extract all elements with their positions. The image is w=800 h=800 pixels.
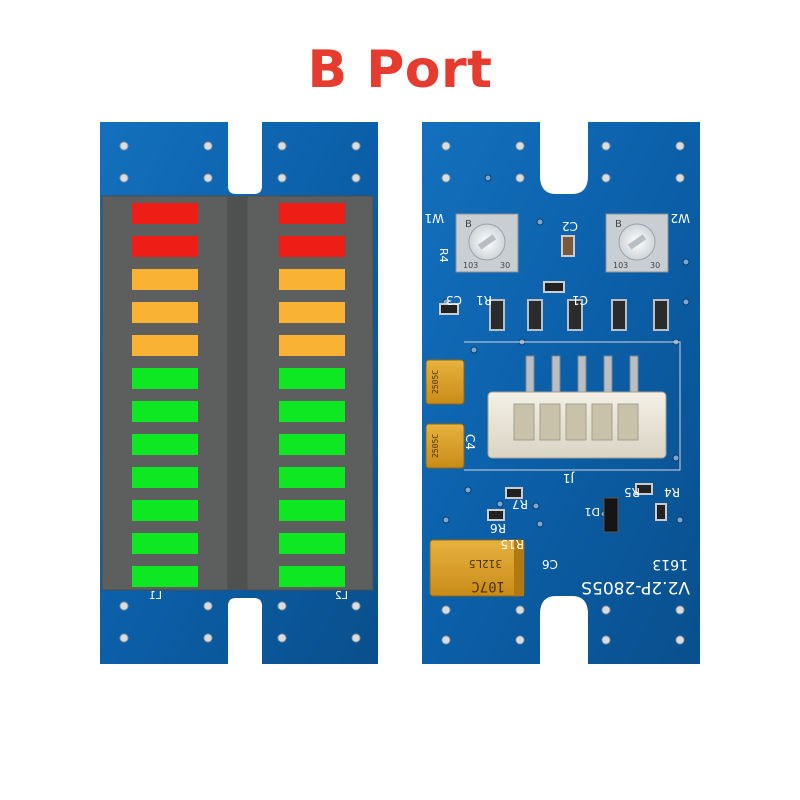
led-segment-1-12: [132, 566, 198, 587]
silk-label-l1: L1: [149, 589, 162, 602]
tantalum-cap-large: 107C 312L5: [429, 539, 525, 597]
right-mounting-holes: [441, 141, 685, 645]
led-segment-2-11: [279, 533, 345, 554]
led-segments-l1: [132, 203, 198, 587]
silkscreen-labels: W1 W2 R4 C2 R1 C3 C1 C4 J1 R7 R5 R4 R6 R…: [425, 211, 691, 597]
led-segment-2-7: [279, 401, 345, 422]
silk-r4-top: R4: [437, 248, 450, 263]
led-segment-2-8: [279, 434, 345, 455]
led-bar-body-l1: [101, 195, 229, 591]
led-segment-2-10: [279, 500, 345, 521]
silk-c6: C6: [542, 557, 558, 571]
silk-r7: R7: [512, 497, 528, 511]
silk-c2: C2: [562, 219, 578, 233]
pot-w1-code: 103: [463, 261, 478, 270]
led-segment-2-12: [279, 566, 345, 587]
silk-label-l2: L2: [335, 589, 348, 602]
silk-r5: R5: [624, 485, 640, 499]
led-segment-1-6: [132, 368, 198, 389]
silk-w1: W1: [425, 211, 445, 225]
silk-model: V2.2P-2805S: [581, 577, 690, 597]
silk-date-code: 1613: [652, 556, 688, 572]
page-title: B Port: [307, 40, 493, 100]
tantalum-cap-small-1: 2505C: [425, 359, 465, 405]
led-segment-1-8: [132, 434, 198, 455]
led-segment-1-7: [132, 401, 198, 422]
led-segment-1-3: [132, 269, 198, 290]
pot-w2-code: 103: [613, 261, 628, 270]
trimmer-pot-w2: B 103 30: [605, 213, 669, 273]
pot-w2-letter: B: [615, 219, 622, 230]
silk-c4: C4: [463, 434, 477, 450]
led-segment-1-5: [132, 335, 198, 356]
pot-w2-rating: 30: [650, 261, 660, 270]
led-segment-2-3: [279, 269, 345, 290]
trimmer-pot-w1: B 103 30: [455, 213, 519, 273]
tantalum-cap-small-2: 2505C: [425, 423, 465, 469]
cap-large-lot: 312L5: [469, 557, 502, 570]
pot-w1-letter: B: [465, 219, 472, 230]
silk-r6: R6: [490, 521, 506, 535]
cap-small-code-1: 2505C: [431, 370, 440, 394]
silk-d1: D1: [585, 505, 600, 518]
led-segment-1-10: [132, 500, 198, 521]
led-segment-2-5: [279, 335, 345, 356]
silk-r15: R15: [500, 537, 524, 551]
left-board: L1 L2: [100, 122, 378, 664]
silk-r4: R4: [664, 485, 680, 499]
led-segment-1-9: [132, 467, 198, 488]
led-segment-1-4: [132, 302, 198, 323]
led-segment-1-2: [132, 236, 198, 257]
led-segment-2-4: [279, 302, 345, 323]
led-segments-l2: [279, 203, 345, 587]
led-segment-2-6: [279, 368, 345, 389]
led-segment-1-1: [132, 203, 198, 224]
silk-w2: W2: [671, 211, 691, 225]
silk-r1: R1: [476, 293, 492, 307]
silk-c3: C3: [446, 293, 462, 307]
led-segment-2-1: [279, 203, 345, 224]
smd-components: [439, 235, 669, 533]
silk-j1: J1: [563, 471, 575, 485]
led-segment-1-11: [132, 533, 198, 554]
left-mounting-holes: [119, 141, 361, 643]
connector-j1: [464, 341, 681, 471]
cap-large-code: 107C: [471, 578, 505, 594]
led-segment-2-2: [279, 236, 345, 257]
pot-w1-rating: 30: [500, 261, 510, 270]
silk-c1: C1: [572, 293, 588, 307]
led-segment-2-9: [279, 467, 345, 488]
right-board: B 103 30 B 103 30: [422, 122, 700, 664]
cap-small-code-2: 2505C: [431, 434, 440, 458]
